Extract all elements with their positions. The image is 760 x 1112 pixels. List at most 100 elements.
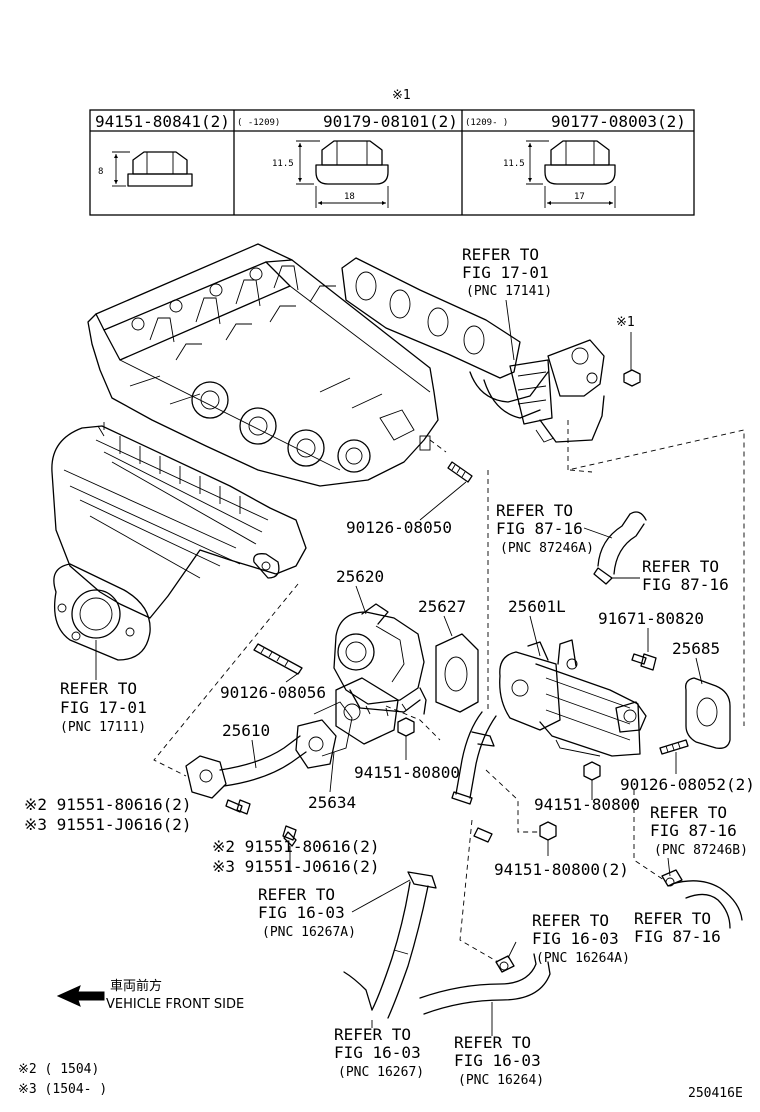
svg-text:REFER TO: REFER TO [462,245,539,264]
gasket-icon [685,677,731,749]
svg-text:REFER TO: REFER TO [634,909,711,928]
refer-16-03-a: REFER TO FIG 16-03 (PNC 16267A) [258,885,356,940]
flange-nut-icon [112,151,193,187]
stud-bolt-icon [659,739,689,755]
svg-text:REFER TO: REFER TO [334,1025,411,1044]
svg-text:(PNC 16267A): (PNC 16267A) [262,925,356,940]
stud-bolt-icon [253,643,303,675]
direction-jp: 車両前方 [110,978,162,994]
coolant-hose-icon [593,511,647,585]
nut-spec-table: ※1 94151-80841(2) ( -1209) 90179-08101(2… [89,88,695,216]
part-94151-80800-c: 94151-80800(2) [494,860,629,879]
table-header-range-2: ( -1209) [237,118,280,128]
part-94151-80800-a: 94151-80800 [354,763,460,782]
mark-1-label: ※1 [616,315,635,330]
part-25620: 25620 [336,567,384,586]
cylinder-head-illustration [87,243,439,487]
bolt-mid-label-2: ※3 91551-J0616(2) [212,857,380,876]
direction-en: VEHICLE FRONT SIDE [106,997,244,1012]
vehicle-front-indicator: 車両前方 VEHICLE FRONT SIDE [56,978,244,1012]
part-25601L: 25601L [508,597,566,616]
flange-nut-icon [526,140,616,208]
svg-text:(PNC 87246B): (PNC 87246B) [654,843,748,858]
svg-text:REFER TO: REFER TO [454,1033,531,1052]
part-25685: 25685 [672,639,720,658]
nut-icon [623,369,641,387]
nut-icon [397,717,415,737]
svg-text:FIG 17-01: FIG 17-01 [462,263,549,282]
svg-text:(PNC 16264A): (PNC 16264A) [536,951,630,966]
svg-text:FIG 16-03: FIG 16-03 [532,929,619,948]
refer-16-03-c: REFER TO FIG 16-03 (PNC 16267) [334,1025,424,1080]
bolt-mid-label-1: ※2 91551-80616(2) [212,837,380,856]
table-header-part-2: 90179-08101(2) [323,112,458,131]
refer-17-01-top: REFER TO FIG 17-01 (PNC 17141) [462,245,552,299]
svg-text:(PNC 16264): (PNC 16264) [458,1073,544,1088]
part-90126-08052: 90126-08052(2) [620,775,755,794]
intake-manifold-illustration [51,422,307,661]
refer-16-03-d: REFER TO FIG 16-03 (PNC 16264) [454,1033,544,1088]
table-header-part-3: 90177-08003(2) [551,112,686,131]
figure-id: 250416E [688,1086,743,1101]
part-25610: 25610 [222,721,270,740]
part-90126-08056: 90126-08056 [220,683,326,702]
egr-valve-illustration [333,603,427,717]
bolt-icon [631,653,657,671]
refer-87-16-a: REFER TO FIG 87-16 (PNC 87246A) [496,501,594,556]
egr-connector-pipe [451,711,497,805]
table-dim-height-2: 11.5 [272,159,294,169]
svg-text:REFER TO: REFER TO [642,557,719,576]
coolant-hose-16264 [419,953,551,1015]
refer-87-16-d: REFER TO FIG 87-16 [634,909,721,946]
svg-text:REFER TO: REFER TO [60,679,137,698]
gasket-icon [435,633,479,713]
svg-text:REFER TO: REFER TO [496,501,573,520]
refer-16-03-b: REFER TO FIG 16-03 (PNC 16264A) [532,911,630,966]
refer-87-16-b: REFER TO FIG 87-16 [642,557,729,594]
egr-cooler-illustration [499,639,647,757]
svg-text:FIG 87-16: FIG 87-16 [642,575,729,594]
svg-text:REFER TO: REFER TO [532,911,609,930]
coolant-hose-icon [661,869,743,929]
stud-bolt-icon [447,461,473,483]
svg-text:(PNC 17111): (PNC 17111) [60,720,146,735]
part-90126-08050: 90126-08050 [346,518,452,537]
pipe-fitting-icon [473,827,493,843]
footnote-2: ※2 ( 1504) [18,1062,99,1077]
part-94151-80800-b: 94151-80800 [534,795,640,814]
svg-text:FIG 16-03: FIG 16-03 [258,903,345,922]
bolt-left-label-1: ※2 91551-80616(2) [24,795,192,814]
svg-text:(PNC 87246A): (PNC 87246A) [500,541,594,556]
part-91671-80820: 91671-80820 [598,609,704,628]
svg-text:FIG 87-16: FIG 87-16 [634,927,721,946]
refer-17-01-left: REFER TO FIG 17-01 (PNC 17111) [60,679,147,735]
table-dim-width-2: 18 [344,192,355,202]
svg-text:(PNC 16267): (PNC 16267) [338,1065,424,1080]
table-dim-height-3: 11.5 [503,159,525,169]
svg-text:FIG 16-03: FIG 16-03 [454,1051,541,1070]
assembly-guide-lines [153,420,745,963]
nut-icon [539,821,557,841]
refer-87-16-c: REFER TO FIG 87-16 (PNC 87246B) [650,803,748,858]
table-header-part-1: 94151-80841(2) [95,112,230,131]
nut-icon [583,761,601,781]
egr-pipe-illustration [185,677,399,799]
flange-nut-icon [296,140,389,208]
table-note-mark: ※1 [392,88,411,103]
svg-text:(PNC 17141): (PNC 17141) [466,284,552,299]
bolt-left-label-2: ※3 91551-J0616(2) [24,815,192,834]
table-dim-height-1: 8 [98,167,103,177]
arrow-left-icon [56,985,105,1007]
table-frame [89,109,695,216]
coolant-hose-16267 [343,871,437,1019]
table-dim-width-3: 17 [574,192,585,202]
exhaust-manifold-illustration [341,257,605,443]
svg-text:FIG 17-01: FIG 17-01 [60,698,147,717]
svg-text:FIG 16-03: FIG 16-03 [334,1043,421,1062]
svg-text:REFER TO: REFER TO [650,803,727,822]
svg-text:REFER TO: REFER TO [258,885,335,904]
bolt-icon [225,799,251,815]
part-25627: 25627 [418,597,466,616]
svg-text:FIG 87-16: FIG 87-16 [650,821,737,840]
